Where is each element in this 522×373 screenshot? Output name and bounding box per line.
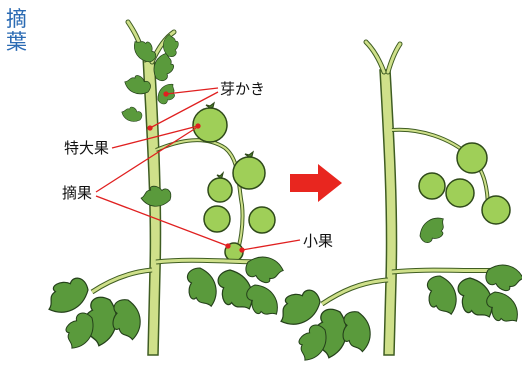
label-fruit-thinning: 摘果 <box>62 184 93 202</box>
plant-before <box>41 19 287 356</box>
fruit-cluster-after <box>418 142 511 225</box>
right-arrow-icon <box>290 164 342 202</box>
pointer-lines <box>95 87 301 253</box>
plant-after <box>273 39 522 366</box>
label-small-fruit: 小果 <box>303 232 334 250</box>
main-stem-after <box>379 69 398 356</box>
fruit-cluster-before <box>192 107 276 262</box>
page-title: 摘 葉 <box>6 8 27 54</box>
title-char-2: 葉 <box>6 30 27 54</box>
label-extra-large-fruit: 特大果 <box>64 139 110 157</box>
label-sucker-removal: 芽かき <box>220 80 266 98</box>
title-char-1: 摘 <box>6 7 27 31</box>
